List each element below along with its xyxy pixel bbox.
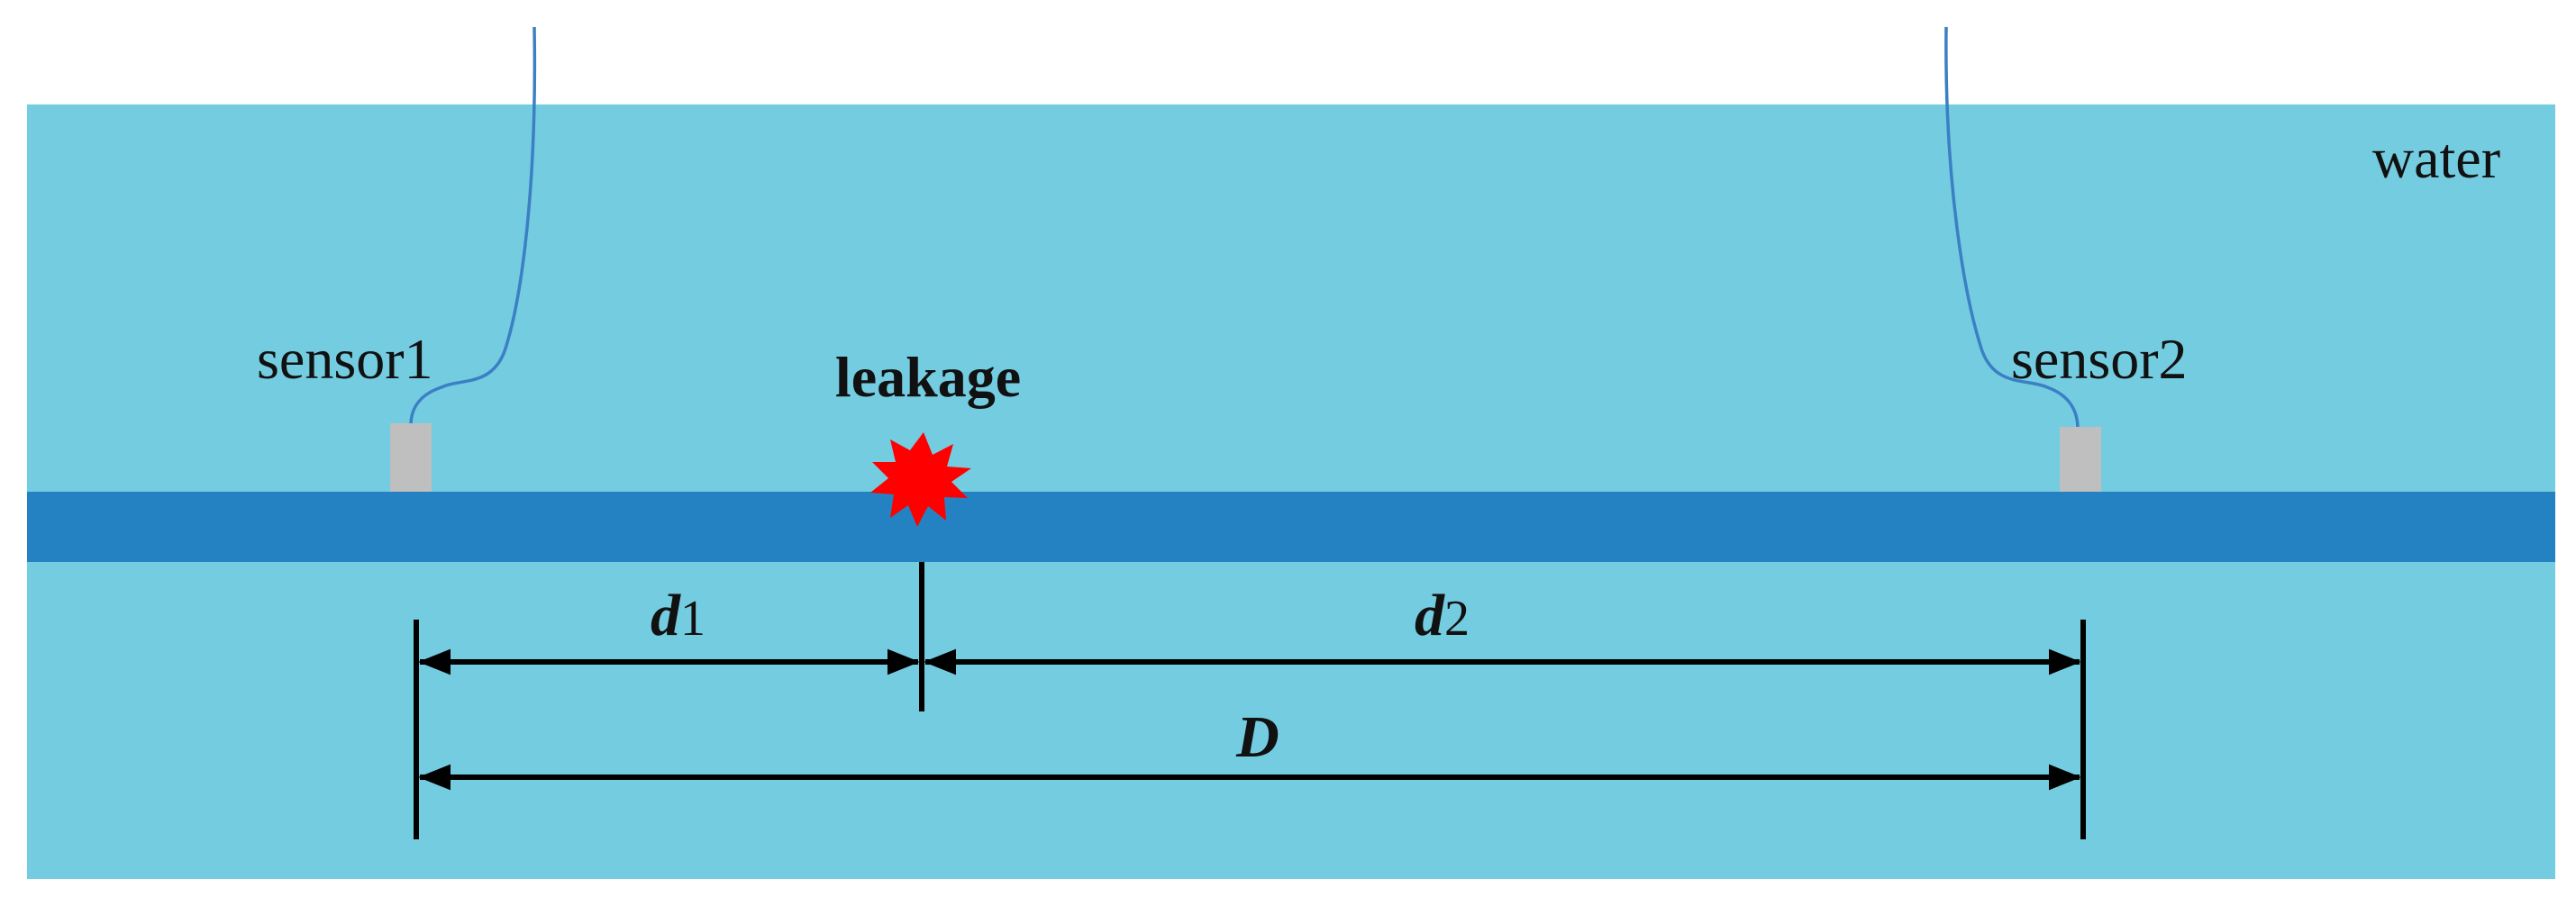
pipe	[27, 492, 2555, 562]
sensor2-block	[2060, 427, 2101, 492]
d2-symbol: d	[1415, 583, 1445, 648]
d1-symbol: d	[651, 583, 681, 648]
d1-subscript: 1	[680, 591, 705, 647]
water-label: water	[2372, 126, 2500, 190]
sensor1-cable	[409, 26, 537, 426]
sensor2-label: sensor2	[2011, 327, 2188, 391]
d2-label: d2	[1415, 583, 1470, 648]
sensor1-label: sensor1	[257, 327, 433, 391]
total-distance-label: D	[1235, 704, 1279, 770]
sensor1-block	[390, 423, 432, 492]
leak-starburst-icon	[870, 432, 971, 527]
d1-label: d1	[651, 583, 705, 648]
d2-subscript: 2	[1444, 591, 1470, 647]
leakage-label: leakage	[835, 345, 1021, 409]
sensor2-cable	[1944, 26, 2080, 430]
